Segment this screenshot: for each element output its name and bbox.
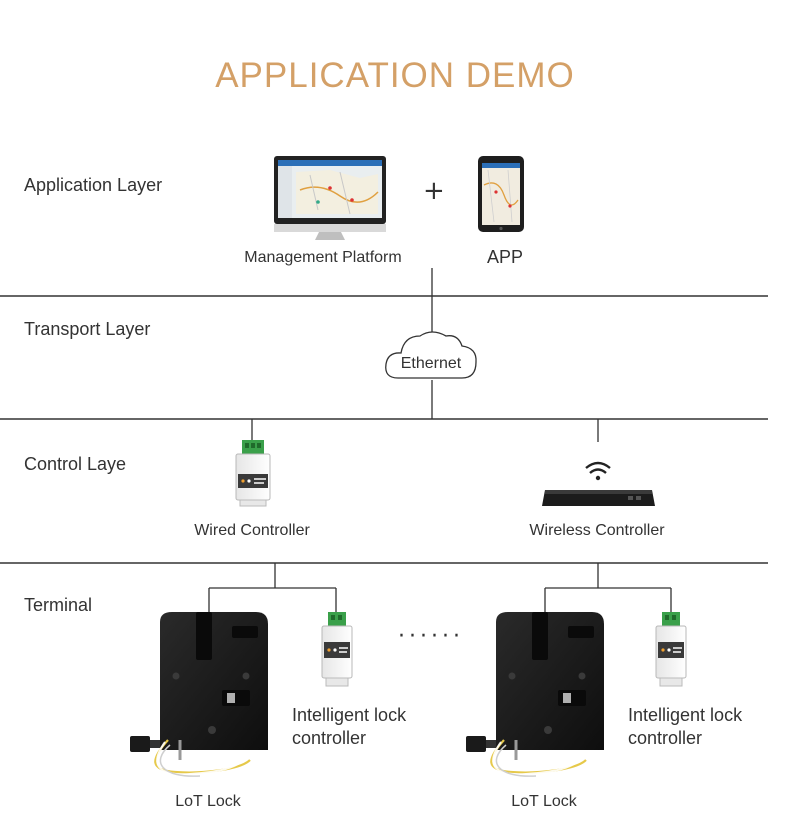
layer-label-transport: Transport Layer <box>24 319 151 339</box>
wireless-controller-label: Wireless Controller <box>529 522 665 539</box>
ellipsis: ······ <box>398 624 464 649</box>
intelligent-lock-controller-label-1: Intelligent lock controller <box>292 704 406 750</box>
intelligent-lock-controller-icon-1 <box>321 612 353 687</box>
cloud-icon <box>385 331 477 379</box>
controller-label-line2: controller <box>292 728 367 748</box>
app-label: APP <box>486 247 524 267</box>
page-title: APPLICATION DEMO <box>215 56 575 95</box>
lot-lock-icon-1 <box>130 612 268 777</box>
controller-label-line2: controller <box>628 728 703 748</box>
intelligent-lock-controller-icon-2 <box>655 612 687 687</box>
lot-lock-label-2: LoT Lock <box>511 793 577 810</box>
lot-lock-label-1: LoT Lock <box>175 793 241 810</box>
ethernet-label: Ethernet <box>400 355 462 372</box>
layer-label-control: Control Laye <box>24 454 127 474</box>
monitor-icon <box>274 156 386 240</box>
tablet-icon <box>478 156 524 232</box>
intelligent-lock-controller-label-2: Intelligent lock controller <box>628 704 742 750</box>
wireless-controller-icon <box>542 461 655 506</box>
controller-label-line1: Intelligent lock <box>292 705 407 725</box>
plus-sign: + <box>423 176 445 206</box>
wired-controller-icon <box>235 440 271 507</box>
layer-label-application: Application Layer <box>24 175 163 195</box>
lot-lock-icon-2 <box>466 612 604 777</box>
controller-label-line1: Intelligent lock <box>628 705 743 725</box>
management-platform-label: Management Platform <box>244 249 402 266</box>
wired-controller-label: Wired Controller <box>194 522 310 539</box>
layer-label-terminal: Terminal <box>24 595 93 615</box>
